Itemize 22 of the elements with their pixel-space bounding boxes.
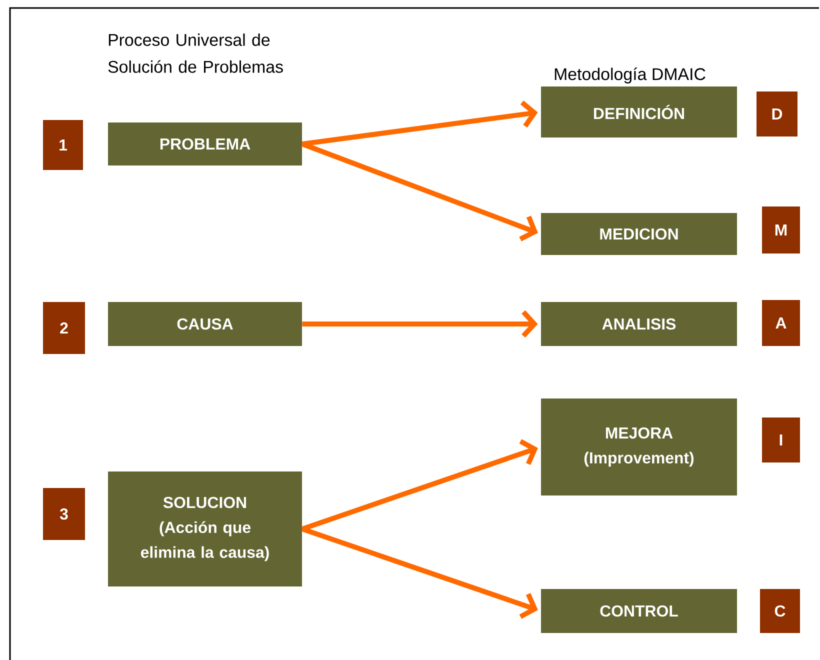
process-box: CONTROL: [541, 589, 737, 633]
letter-box: I: [762, 418, 800, 462]
process-box: DEFINICIÓN: [541, 86, 737, 138]
letter-box: C: [760, 589, 800, 633]
letter-box: M: [762, 206, 800, 254]
process-box: MEDICION: [541, 213, 737, 255]
step-number-box: 2: [43, 302, 85, 354]
process-box: SOLUCION (Acción que elimina la causa): [108, 472, 302, 586]
column-heading: Proceso Universal de Solución de Problemas: [108, 34, 283, 73]
process-box: PROBLEMA: [108, 122, 302, 166]
arrow: [301, 142, 538, 242]
step-number-box: 1: [43, 120, 83, 170]
letter-box: A: [762, 300, 800, 346]
arrow: [301, 526, 538, 619]
process-box: ANALISIS: [541, 302, 737, 346]
letter-box: D: [756, 92, 798, 136]
process-box: MEJORA (Improvement): [541, 398, 737, 496]
step-number-box: 3: [43, 488, 85, 540]
process-box: CAUSA: [108, 302, 302, 346]
arrow: [302, 100, 538, 146]
arrow: [301, 439, 538, 532]
arrow: [302, 310, 538, 338]
